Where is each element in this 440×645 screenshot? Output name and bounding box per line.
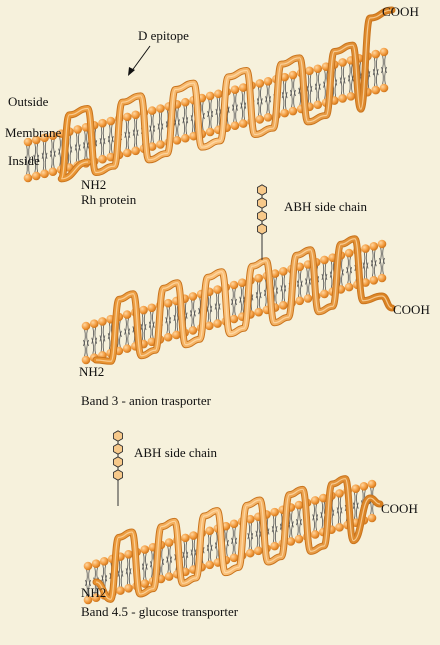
rh-protein-name: Rh protein [81, 192, 137, 207]
rh-protein-ribbon [57, 6, 396, 183]
band3-nh2-label: NH2 [79, 364, 105, 379]
hexagon-chain-icon-2 [113, 430, 123, 506]
band3-cooh-label: COOH [393, 302, 430, 317]
inside-label: Inside [8, 153, 40, 168]
band45-protein-ribbon [92, 475, 384, 603]
rh-nh2-label: NH2 [81, 177, 107, 192]
rh-cooh-label: COOH [382, 4, 419, 19]
hexagon-chain-icon [257, 184, 267, 260]
membrane-label: Membrane [5, 125, 62, 140]
band45-side-chain-label: ABH side chain [134, 445, 218, 460]
outside-label: Outside [8, 94, 49, 109]
band3-side-chain-label: ABH side chain [284, 199, 368, 214]
band3-protein-name: Band 3 - anion trasporter [81, 393, 211, 408]
band45-nh2-label: NH2 [81, 585, 107, 600]
epitope-arrow-icon [128, 45, 151, 76]
band45-cooh-label: COOH [381, 501, 418, 516]
band3-protein-ribbon [92, 235, 396, 365]
d-epitope-label: D epitope [138, 28, 189, 43]
band45-protein-name: Band 4.5 - glucose transporter [81, 604, 239, 619]
